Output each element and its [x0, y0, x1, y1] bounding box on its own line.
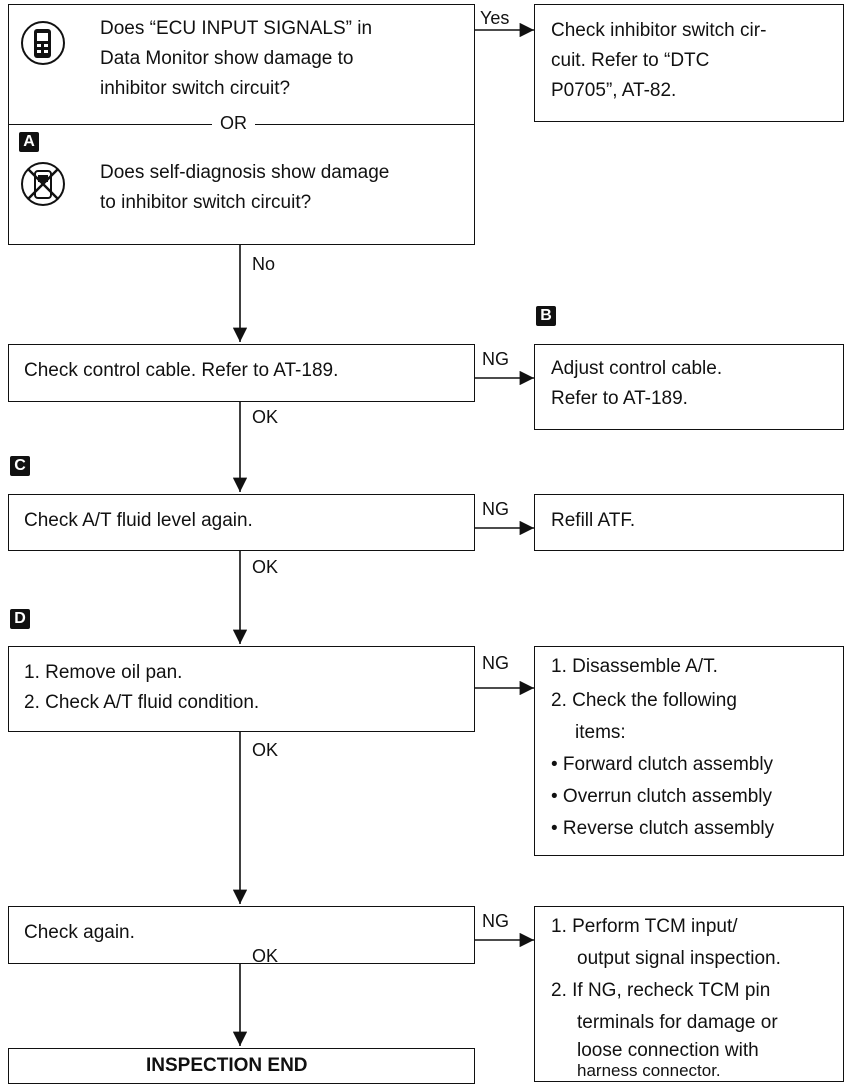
r4-line4: • Forward clutch assembly	[551, 754, 774, 775]
s3-ok-label: OK	[252, 557, 279, 577]
r2-line1: Adjust control cable.	[551, 358, 723, 379]
end-text: INSPECTION END	[146, 1055, 308, 1076]
s4-ng-label: NG	[482, 653, 509, 673]
q1-line1: Does “ECU INPUT SIGNALS” in	[100, 18, 373, 39]
r4-line6: • Reverse clutch assembly	[551, 818, 775, 839]
r5-line5: loose connection with	[577, 1040, 759, 1061]
s2-ok-label: OK	[252, 407, 279, 427]
r5-line4: terminals for damage or	[577, 1012, 778, 1033]
end-box	[8, 1048, 475, 1084]
step-box-2	[8, 344, 475, 402]
yes-label: Yes	[480, 8, 510, 28]
no-tool-icon	[21, 162, 65, 206]
r1-line1: Check inhibitor switch cir-	[551, 20, 767, 41]
r5-line3: 2. If NG, recheck TCM pin	[551, 980, 771, 1001]
r4-line2: 2. Check the following	[551, 690, 737, 711]
q1-line3: inhibitor switch circuit?	[100, 78, 291, 99]
s5-text: Check again.	[24, 922, 135, 943]
r4-line5: • Overrun clutch assembly	[551, 786, 773, 807]
s3-ng-label: NG	[482, 499, 509, 519]
r2-line2: Refer to AT-189.	[551, 388, 688, 409]
s4-line1: 1. Remove oil pan.	[24, 662, 183, 683]
consult-tool-icon	[21, 21, 65, 65]
or-label: OR	[212, 113, 255, 133]
marker-a: A	[19, 132, 39, 152]
no-label: No	[252, 254, 276, 274]
step-box-4	[8, 646, 475, 732]
s5-ok-label: OK	[252, 946, 279, 966]
s4-ok-label: OK	[252, 740, 279, 760]
r5-line6: harness connector.	[577, 1061, 721, 1080]
r5-line1: 1. Perform TCM input/	[551, 916, 738, 937]
result-box-5	[534, 906, 844, 1082]
s4-line2: 2. Check A/T fluid condition.	[24, 692, 260, 713]
marker-d: D	[10, 609, 30, 629]
s2-text: Check control cable. Refer to AT-189.	[24, 360, 339, 381]
q1-line4: Does self-diagnosis show damage	[100, 162, 390, 183]
s3-text: Check A/T fluid level again.	[24, 510, 253, 531]
step-box-5	[8, 906, 475, 964]
result-box-3	[534, 494, 844, 551]
r1-line2: cuit. Refer to “DTC	[551, 50, 710, 71]
result-box-1	[534, 4, 844, 122]
q1-line5: to inhibitor switch circuit?	[100, 192, 312, 213]
result-box-4	[534, 646, 844, 856]
step-box-3	[8, 494, 475, 551]
r4-line1: 1. Disassemble A/T.	[551, 656, 718, 677]
r5-line2: output signal inspection.	[577, 948, 781, 969]
r4-line3: items:	[575, 722, 626, 743]
r1-line3: P0705”, AT-82.	[551, 80, 677, 101]
marker-c: C	[10, 456, 30, 476]
q1-line2: Data Monitor show damage to	[100, 48, 354, 69]
marker-b: B	[536, 306, 556, 326]
r3-text: Refill ATF.	[551, 510, 636, 531]
result-box-2	[534, 344, 844, 430]
s5-ng-label: NG	[482, 911, 509, 931]
s2-ng-label: NG	[482, 349, 509, 369]
